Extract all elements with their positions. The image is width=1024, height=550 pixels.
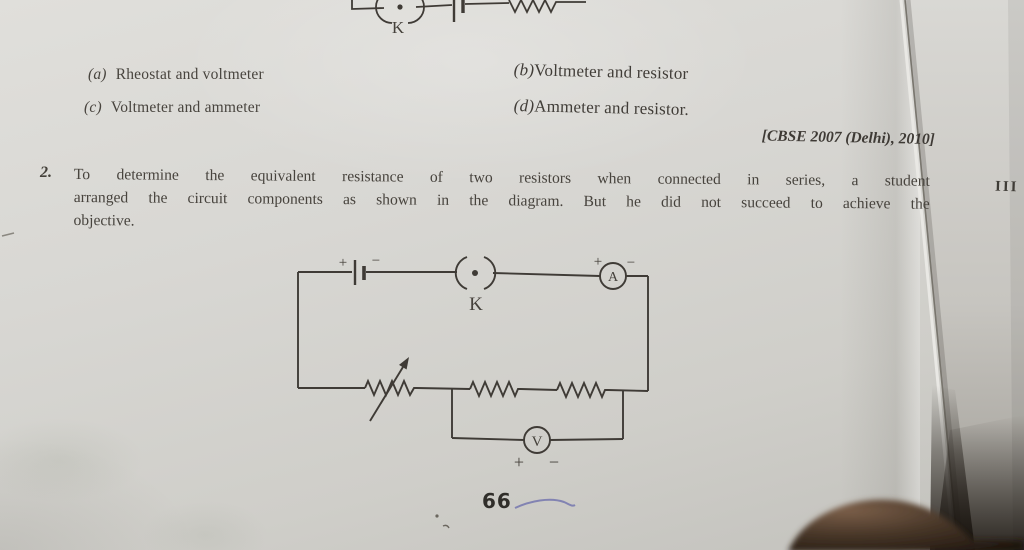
wire: [492, 272, 601, 277]
right-page-edge-shade: [1008, 0, 1024, 550]
plug-key-icon: [375, 0, 393, 24]
wire: [415, 4, 453, 8]
voltmeter-plus-sign: +: [514, 452, 524, 472]
voltmeter-minus-sign: −: [549, 452, 559, 472]
ammeter-minus-sign: −: [627, 255, 635, 271]
ink-mark: [442, 524, 450, 529]
ammeter-plus-sign: +: [594, 254, 602, 270]
page-number: 66: [482, 489, 512, 513]
plug-key-dot: [472, 270, 478, 276]
question-number: 2.: [40, 164, 52, 181]
option-a-label: (a): [88, 66, 107, 83]
battery-plus-sign: +: [339, 255, 347, 271]
wire: [416, 387, 471, 390]
key-label: K: [469, 294, 483, 315]
wire: [351, 0, 385, 10]
plug-key-dot: [397, 4, 403, 10]
resistor-icon: [508, 0, 586, 15]
option-c-text: Voltmeter and ammeter: [110, 99, 261, 116]
plug-key-icon: [454, 256, 468, 290]
ammeter-label: A: [608, 270, 619, 285]
rheostat-arrow-head: [399, 357, 409, 370]
ink-mark: [435, 514, 439, 518]
option-a-text: Rheostat and voltmeter: [115, 66, 264, 83]
right-under-page: [905, 0, 1024, 550]
main-circuit-diagram: K A V + − + − + −: [297, 253, 649, 472]
option-a: (a) Rheostat and voltmeter: [88, 66, 264, 84]
bottom-right-shadow: [935, 415, 1024, 550]
voltmeter-label: V: [532, 434, 543, 450]
margin-mark: [1, 232, 15, 237]
prev-question-circuit-fragment: K: [351, 0, 586, 37]
wire: [451, 437, 525, 441]
wire: [607, 389, 649, 392]
thumb: [788, 499, 1024, 550]
wire: [520, 388, 558, 391]
option-c: (c) Voltmeter and ammeter: [84, 99, 260, 117]
wire: [549, 438, 624, 441]
page-curl-shading: [840, 0, 920, 550]
rheostat-arrow: [369, 366, 404, 422]
option-c-label: (c): [84, 99, 102, 116]
key-label: K: [392, 18, 405, 37]
resistor-icon: [469, 379, 521, 399]
rheostat-icon: [364, 378, 417, 398]
wire: [464, 2, 510, 5]
pen-stroke: [514, 498, 576, 509]
battery-minus-sign: −: [372, 253, 380, 269]
circuit-labels: K A V + − + − + −: [339, 253, 635, 472]
resistor-icon: [556, 380, 608, 400]
